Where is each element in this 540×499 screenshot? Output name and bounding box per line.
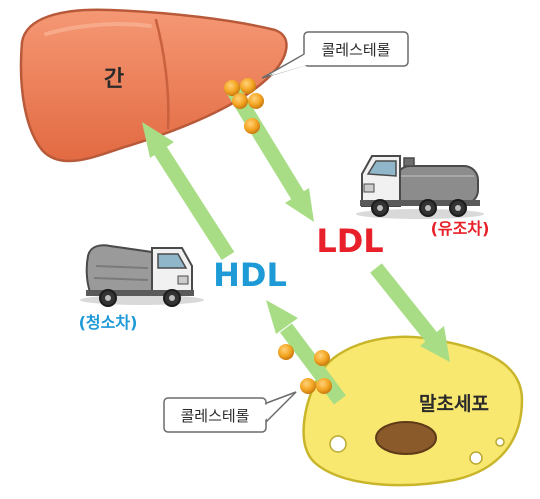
garbage-truck-icon (80, 244, 204, 307)
ldl-to-cell-arrow (370, 263, 450, 362)
peripheral-cell: 말초세포 (302, 335, 524, 487)
cell-nucleus (375, 421, 437, 455)
cholesterol-callout-top: 콜레스테롤 (261, 31, 409, 79)
tanker-label: (유조차) (431, 219, 490, 238)
cholesterol-label-top: 콜레스테롤 (321, 41, 390, 59)
tanker-truck-icon (356, 155, 484, 219)
hdl-label: HDL (213, 256, 287, 294)
liver-to-ldl-arrow (225, 84, 314, 222)
hdl-to-liver-arrow (142, 122, 235, 261)
garbage-label: (청소차) (79, 313, 138, 332)
cholesterol-cluster-bottom (278, 344, 332, 394)
cell-label: 말초세포 (419, 393, 489, 415)
cholesterol-callout-bottom: 콜레스테롤 (163, 391, 297, 433)
cholesterol-label-bottom: 콜레스테롤 (180, 407, 249, 425)
cholesterol-cluster-top (224, 78, 264, 134)
ldl-label: LDL (316, 222, 383, 260)
liver-label: 간 (104, 67, 124, 92)
